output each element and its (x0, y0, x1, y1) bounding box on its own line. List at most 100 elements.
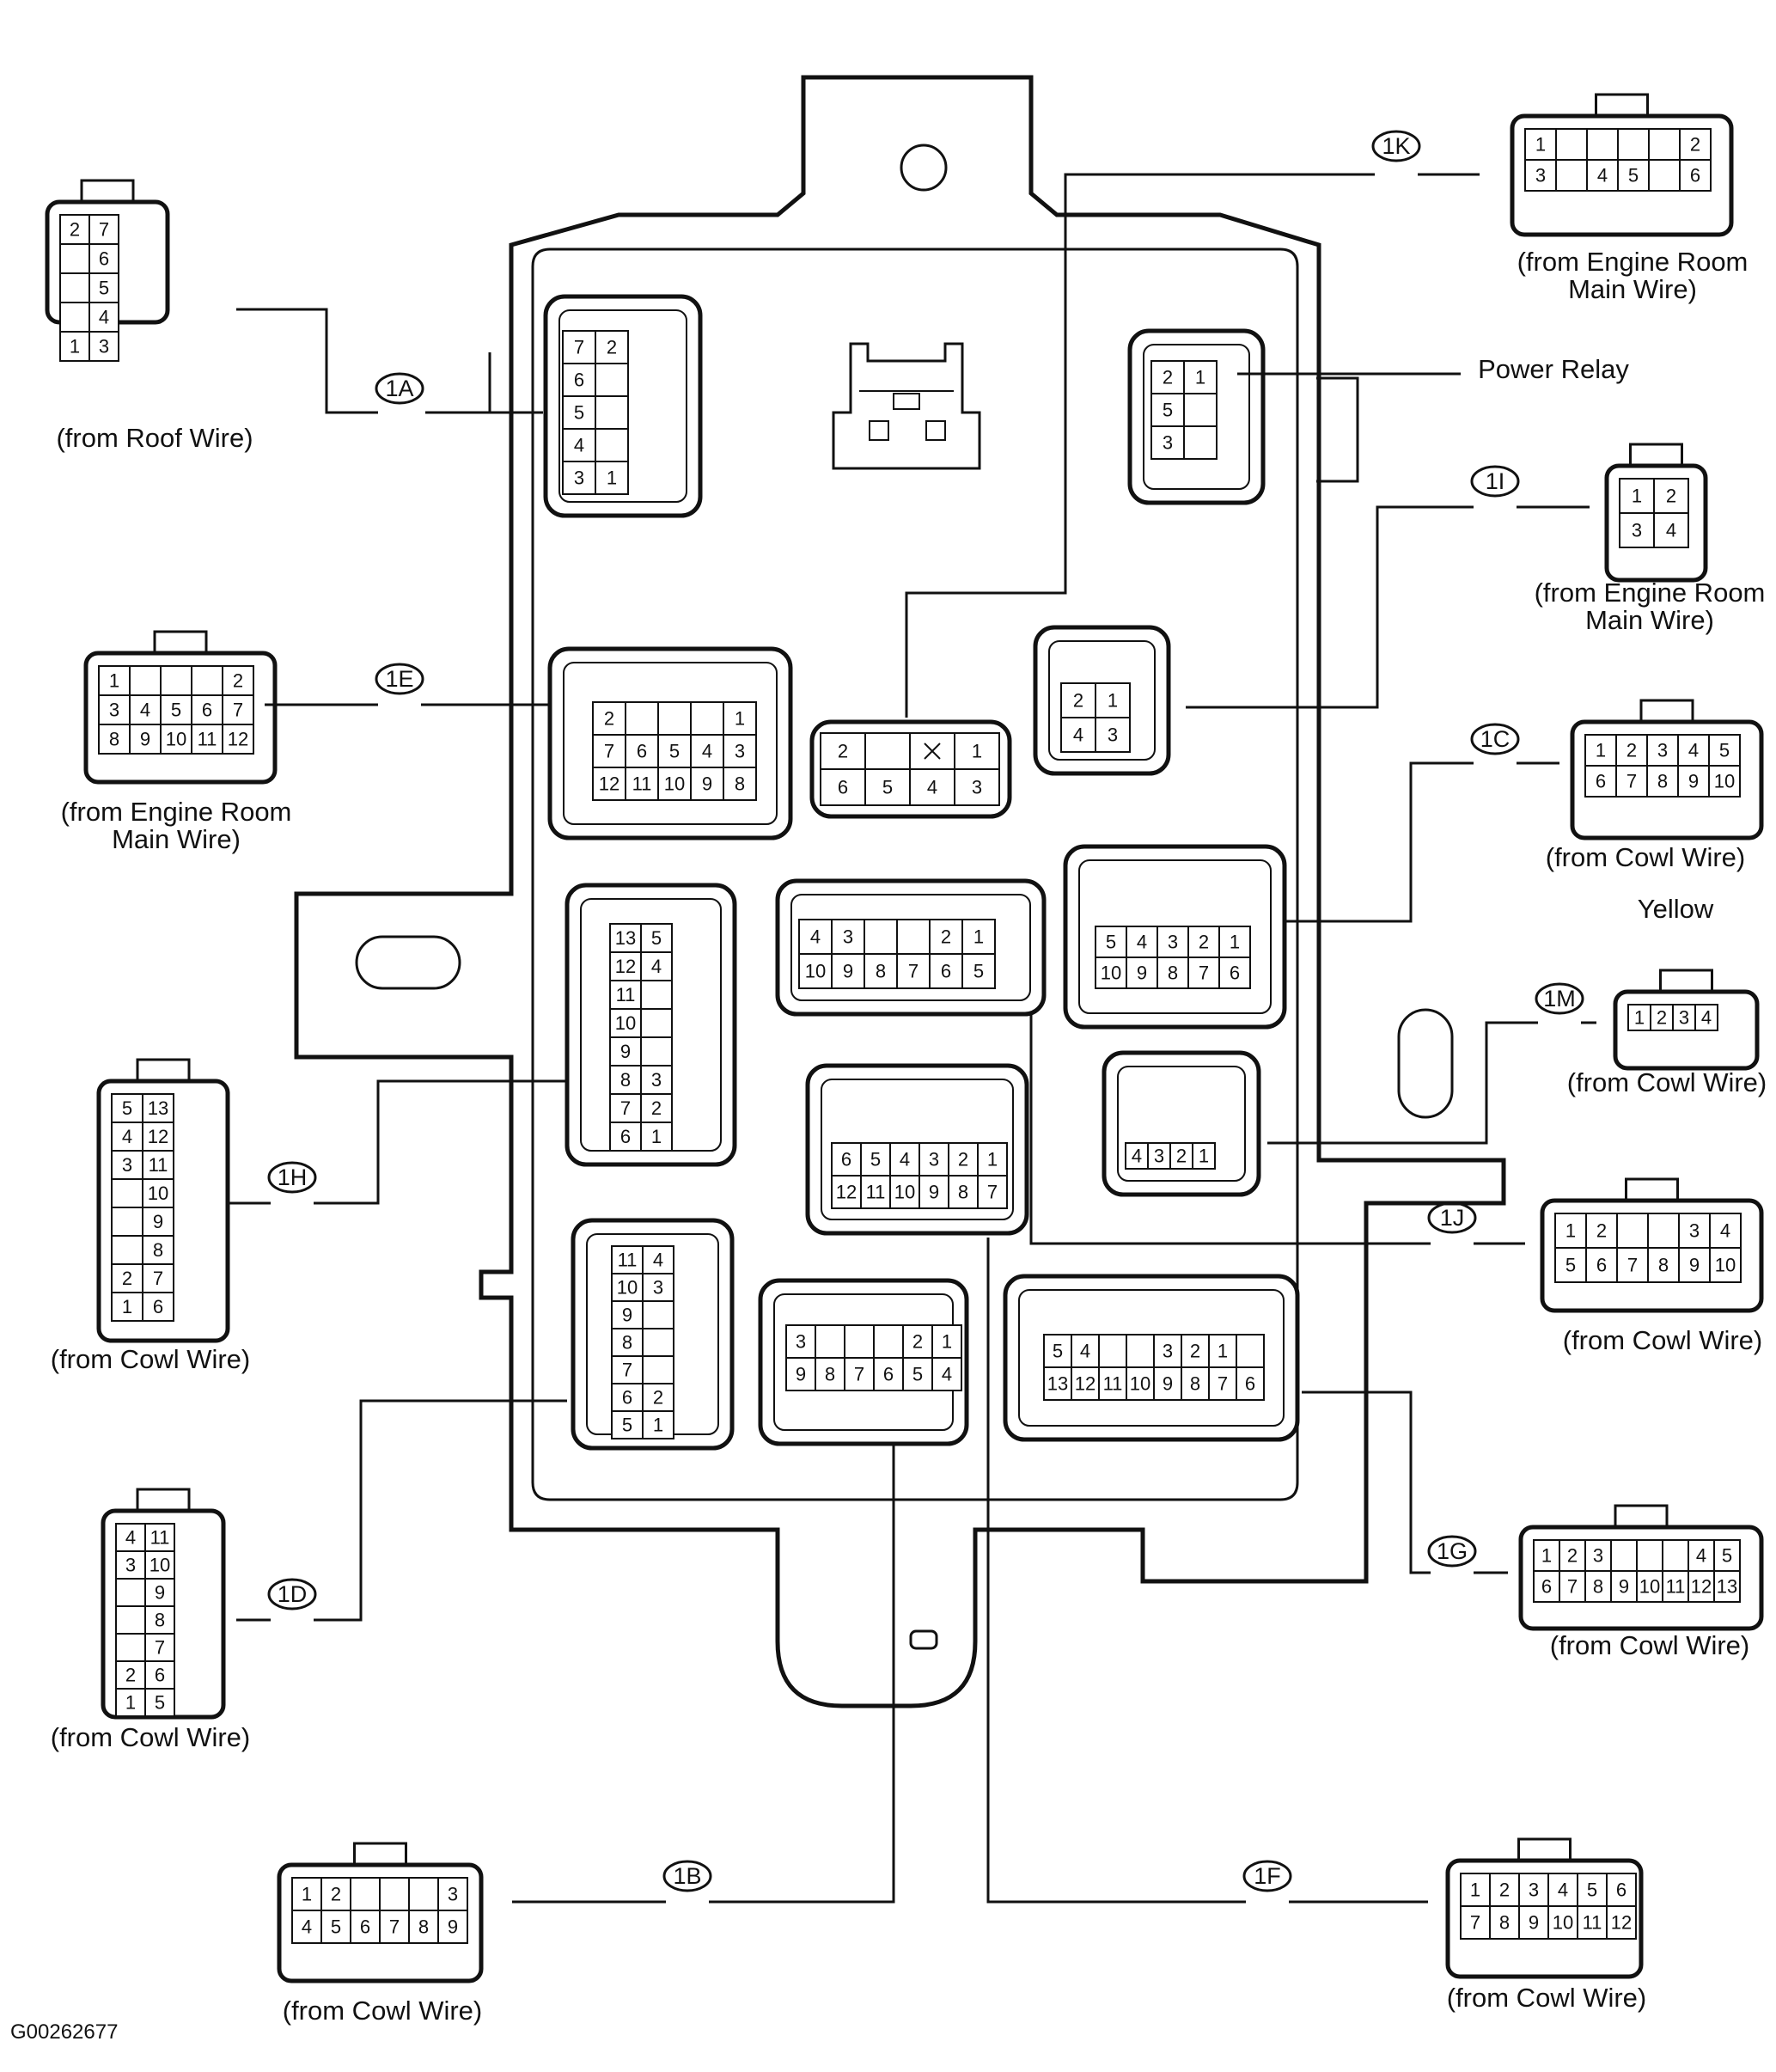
pin-number: 3 (1632, 520, 1642, 541)
pin-cell (1518, 1905, 1549, 1940)
connector-tag-label: 1J (1440, 1205, 1465, 1231)
pin-number: 1 (1199, 1146, 1209, 1167)
pin-number: 5 (912, 1364, 923, 1385)
pin-number: 9 (153, 1211, 163, 1232)
pin-number: 10 (805, 961, 826, 982)
pin-number: 6 (1245, 1373, 1255, 1395)
connector-housing (805, 1063, 1029, 1236)
pin-number: 2 (1199, 932, 1209, 953)
pin-number: 4 (99, 307, 109, 328)
pin-number: 6 (841, 1149, 851, 1170)
pin-cell (1627, 1004, 1651, 1031)
pin-number: 13 (1717, 1576, 1737, 1598)
pin-number: 11 (150, 1527, 170, 1549)
pin-number: 5 (651, 927, 662, 949)
pin-number: 1 (1541, 1545, 1552, 1567)
pin-number: 4 (702, 741, 712, 762)
pin-number: 11 (616, 984, 636, 1005)
pin-cell (1183, 425, 1218, 460)
leader-line (1186, 505, 1474, 709)
pin-cell (625, 767, 659, 801)
pin-number: 4 (122, 1126, 132, 1147)
pin-cell (1181, 1334, 1210, 1368)
pin-number: 7 (622, 1360, 632, 1381)
connector-tag-label: 1C (1480, 726, 1511, 752)
pin-number: 3 (109, 700, 119, 721)
pin-cell (1606, 1873, 1637, 1907)
pin-number: 13 (1047, 1373, 1068, 1395)
figure-id: G00262677 (10, 2020, 118, 2044)
pin-cell (1153, 1366, 1182, 1401)
wire-source-label: (from Engine Room (1535, 578, 1766, 608)
connector-tag-label: 1A (385, 376, 413, 401)
pin-cell (291, 1910, 322, 1944)
pin-cell (111, 1235, 143, 1265)
connector-housing (1127, 328, 1266, 505)
pin-number: 1 (1535, 134, 1546, 156)
pin-cell (1150, 425, 1185, 460)
pin-number: 1 (987, 1149, 998, 1170)
connector-tag-1f: 1F (1242, 1860, 1292, 1892)
pin-number: 5 (1628, 165, 1639, 186)
connector-latch (136, 1488, 191, 1513)
pin-number: 7 (99, 219, 109, 241)
pin-cell (609, 1065, 642, 1095)
leader-line (1285, 761, 1474, 923)
pin-cell (1577, 1905, 1608, 1940)
wire-source-label: (from Cowl Wire) (1447, 1983, 1647, 2013)
leader-lines (228, 173, 1596, 1904)
pin-number: 1 (70, 336, 80, 358)
pin-cell (1555, 128, 1588, 161)
tag-oval (267, 1578, 317, 1611)
connector-inner (1078, 859, 1272, 1014)
pin-number: 10 (1714, 771, 1735, 792)
pin-cell (1157, 957, 1189, 989)
pin-number: 3 (843, 926, 853, 948)
leader-line (986, 1238, 1246, 1904)
pin-number: 3 (1154, 1146, 1164, 1167)
pin-number: 8 (109, 729, 119, 750)
pin-cell (873, 1357, 904, 1391)
pin-number: 10 (148, 1183, 168, 1204)
pin-cell (1218, 957, 1251, 989)
connector-tag-1m: 1M (1535, 982, 1584, 1015)
pin-number: 4 (125, 1527, 136, 1549)
connector-inner (558, 309, 687, 503)
pin-cell (115, 1688, 146, 1717)
pin-cell (160, 665, 192, 696)
pin-cell (1636, 1570, 1663, 1603)
pin-cell (642, 1355, 674, 1384)
pin-cell (1648, 128, 1681, 161)
pin-number: 4 (1137, 932, 1147, 953)
pin-cell (222, 694, 254, 725)
pin-number: 7 (620, 1097, 631, 1119)
pin-number: 12 (1075, 1373, 1096, 1395)
pin-cell (1489, 1905, 1520, 1940)
pin-cell (896, 919, 931, 955)
pin-cell (222, 724, 254, 755)
pin-cell (59, 302, 90, 333)
pin-cell (1218, 926, 1251, 958)
mounting-slot (909, 1629, 938, 1650)
pin-cell (1126, 1366, 1155, 1401)
pin-number: 12 (148, 1126, 168, 1147)
connector-tag-1k: 1K (1371, 130, 1421, 162)
pin-number: 3 (1163, 432, 1173, 454)
pin-number: 1 (1195, 367, 1205, 388)
connector-tag-label: 1G (1437, 1538, 1468, 1564)
pin-number: 2 (1176, 1146, 1187, 1167)
pin-number: 8 (155, 1610, 165, 1631)
pin-cell (1043, 1366, 1072, 1401)
pin-number: 2 (1666, 486, 1676, 507)
